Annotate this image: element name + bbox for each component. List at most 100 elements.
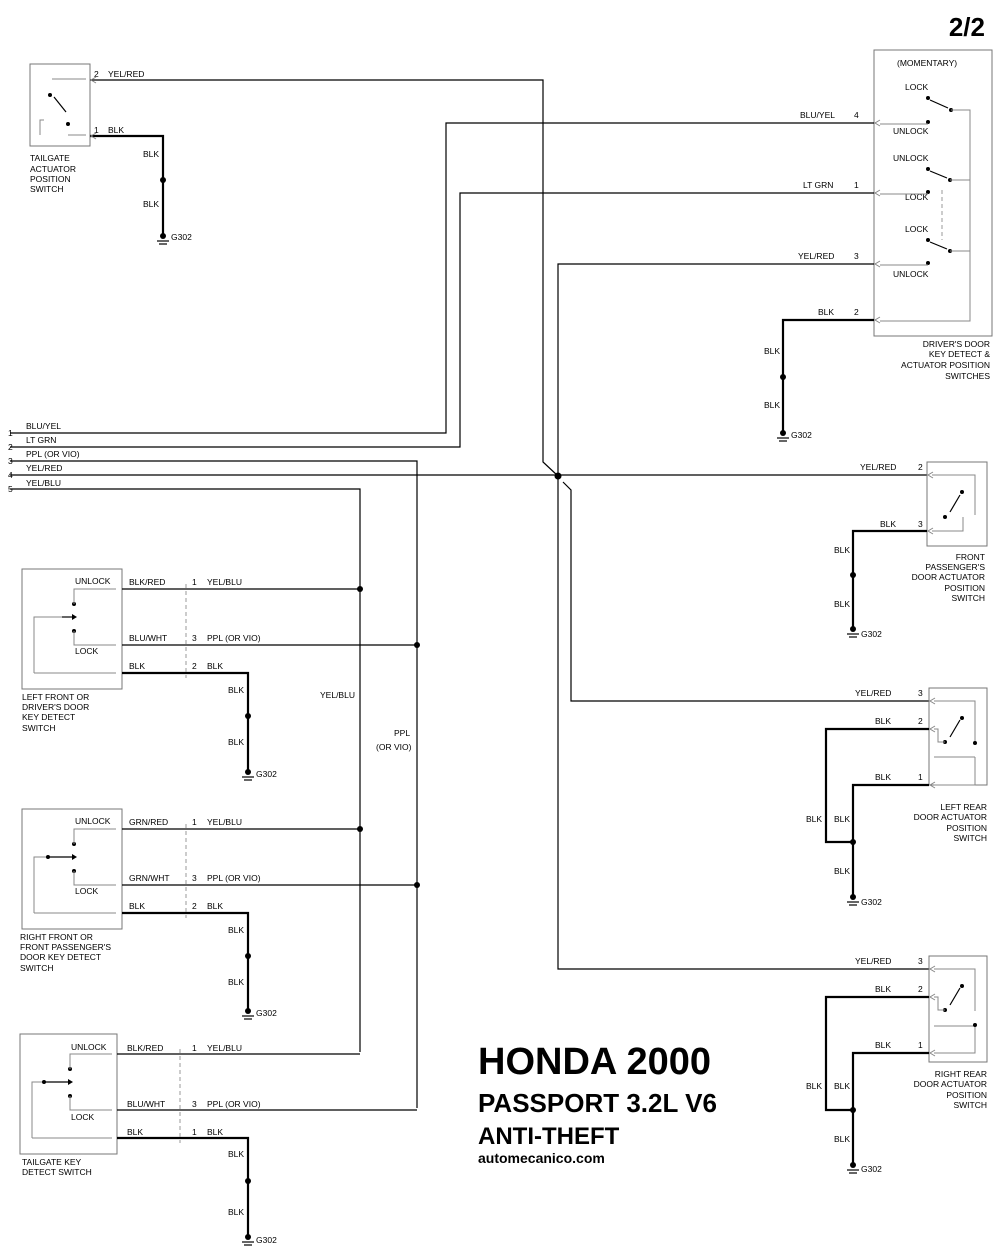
wire-blu-yel	[10, 122, 874, 434]
svg-text:UNLOCK: UNLOCK	[893, 153, 929, 163]
svg-text:YEL/RED: YEL/RED	[26, 463, 62, 473]
switch-contact	[48, 93, 52, 97]
title-system: ANTI-THEFT	[478, 1123, 620, 1150]
svg-text:1: 1	[918, 1040, 923, 1050]
svg-text:2: 2	[918, 716, 923, 726]
svg-text:G302: G302	[256, 769, 277, 779]
svg-text:UNLOCK: UNLOCK	[71, 1042, 107, 1052]
svg-text:2: 2	[192, 901, 197, 911]
svg-text:3: 3	[918, 688, 923, 698]
ground-symbol: G302	[847, 1162, 882, 1174]
svg-text:UNLOCK: UNLOCK	[893, 269, 929, 279]
svg-text:LOCK: LOCK	[75, 646, 98, 656]
svg-text:LOCK: LOCK	[905, 224, 928, 234]
svg-text:SWITCH: SWITCH	[953, 1100, 987, 1110]
svg-text:BLK: BLK	[207, 1127, 223, 1137]
wire-color-label: BLK	[143, 149, 159, 159]
svg-text:G302: G302	[861, 897, 882, 907]
svg-text:3: 3	[192, 1099, 197, 1109]
svg-text:BLK: BLK	[127, 1127, 143, 1137]
wire-yel-red-right-rear	[557, 476, 929, 970]
wire-color-label: BLU/YEL	[800, 110, 835, 120]
svg-text:KEY DETECT: KEY DETECT	[22, 712, 75, 722]
svg-text:1: 1	[192, 817, 197, 827]
svg-text:PPL (OR VIO): PPL (OR VIO)	[207, 1099, 261, 1109]
svg-text:ACTUATOR POSITION: ACTUATOR POSITION	[901, 360, 990, 370]
wire-ppl-trunk	[10, 460, 418, 1108]
title-make-year: HONDA 2000	[478, 1041, 711, 1083]
svg-text:FRONT PASSENGER'S: FRONT PASSENGER'S	[20, 942, 111, 952]
svg-text:BLK: BLK	[875, 716, 891, 726]
harness-connector: 1 BLU/YEL 2 LT GRN 3 PPL (OR VIO) 4 YEL/…	[8, 421, 80, 494]
svg-text:BLK: BLK	[129, 901, 145, 911]
svg-text:SWITCH: SWITCH	[22, 723, 56, 733]
pin-number: 2	[854, 307, 859, 317]
wire-blk-ground	[851, 529, 927, 629]
svg-text:3: 3	[918, 519, 923, 529]
wire-color-label: YEL/RED	[798, 251, 834, 261]
svg-text:DOOR KEY DETECT: DOOR KEY DETECT	[20, 952, 101, 962]
svg-text:GRN/WHT: GRN/WHT	[129, 873, 170, 883]
svg-text:UNLOCK: UNLOCK	[75, 576, 111, 586]
svg-text:BLK: BLK	[834, 814, 850, 824]
svg-text:G302: G302	[861, 1164, 882, 1174]
component-label: ACTUATOR	[30, 164, 76, 174]
wire-color-label: YEL/RED	[108, 69, 144, 79]
svg-text:DOOR ACTUATOR: DOOR ACTUATOR	[914, 812, 987, 822]
svg-text:BLK: BLK	[875, 984, 891, 994]
ground-symbol: G302	[847, 626, 882, 639]
ground-symbol: G302	[777, 430, 812, 442]
wire-yel-red-left-rear	[562, 481, 929, 702]
svg-text:SWITCHES: SWITCHES	[945, 371, 990, 381]
svg-text:BLK: BLK	[228, 1149, 244, 1159]
svg-text:RIGHT REAR: RIGHT REAR	[935, 1069, 987, 1079]
svg-text:GRN/RED: GRN/RED	[129, 817, 168, 827]
svg-text:DOOR ACTUATOR: DOOR ACTUATOR	[914, 1079, 987, 1089]
ground-symbol: G302	[242, 1234, 277, 1246]
svg-text:BLK: BLK	[228, 737, 244, 747]
svg-text:BLK: BLK	[880, 519, 896, 529]
title-site: automecanico.com	[478, 1150, 605, 1166]
svg-text:3: 3	[192, 873, 197, 883]
pin-number: 3	[854, 251, 859, 261]
svg-text:YEL/BLU: YEL/BLU	[320, 690, 355, 700]
svg-text:BLK: BLK	[228, 925, 244, 935]
svg-text:YEL/BLU: YEL/BLU	[207, 577, 242, 587]
svg-text:BLK: BLK	[834, 1081, 850, 1091]
svg-text:YEL/BLU: YEL/BLU	[207, 1043, 242, 1053]
svg-text:PASSENGER'S: PASSENGER'S	[925, 562, 985, 572]
svg-text:(OR VIO): (OR VIO)	[376, 742, 412, 752]
svg-text:G302: G302	[171, 232, 192, 242]
svg-text:YEL/RED: YEL/RED	[855, 956, 891, 966]
svg-text:G302: G302	[861, 629, 882, 639]
svg-text:BLK: BLK	[875, 1040, 891, 1050]
svg-text:BLK: BLK	[806, 814, 822, 824]
svg-text:FRONT: FRONT	[956, 552, 985, 562]
svg-text:BLU/YEL: BLU/YEL	[26, 421, 61, 431]
svg-text:1: 1	[192, 1043, 197, 1053]
svg-text:BLK: BLK	[129, 661, 145, 671]
svg-text:1: 1	[918, 772, 923, 782]
svg-text:BLK: BLK	[228, 1207, 244, 1217]
connector-ticks	[90, 76, 936, 1057]
pin-number: 4	[854, 110, 859, 120]
svg-text:LOCK: LOCK	[71, 1112, 94, 1122]
svg-text:DETECT SWITCH: DETECT SWITCH	[22, 1167, 92, 1177]
svg-text:DRIVER'S DOOR: DRIVER'S DOOR	[22, 702, 89, 712]
svg-text:BLK: BLK	[228, 685, 244, 695]
svg-text:PPL (OR VIO): PPL (OR VIO)	[207, 633, 261, 643]
svg-text:BLK: BLK	[834, 545, 850, 555]
svg-text:LOCK: LOCK	[75, 886, 98, 896]
wire-color-label: BLK	[108, 125, 124, 135]
wire-yel-red-dd	[557, 263, 874, 476]
svg-text:RIGHT FRONT OR: RIGHT FRONT OR	[20, 932, 93, 942]
svg-text:SWITCH: SWITCH	[20, 963, 54, 973]
wire-yel-blu-trunk	[10, 488, 361, 1052]
svg-text:POSITION: POSITION	[946, 1090, 987, 1100]
svg-text:1: 1	[192, 1127, 197, 1137]
pin-number: 2	[94, 69, 99, 79]
svg-text:YEL/BLU: YEL/BLU	[207, 817, 242, 827]
title-model-engine: PASSPORT 3.2L V6	[478, 1088, 717, 1118]
ground-symbol: G302	[242, 769, 277, 781]
